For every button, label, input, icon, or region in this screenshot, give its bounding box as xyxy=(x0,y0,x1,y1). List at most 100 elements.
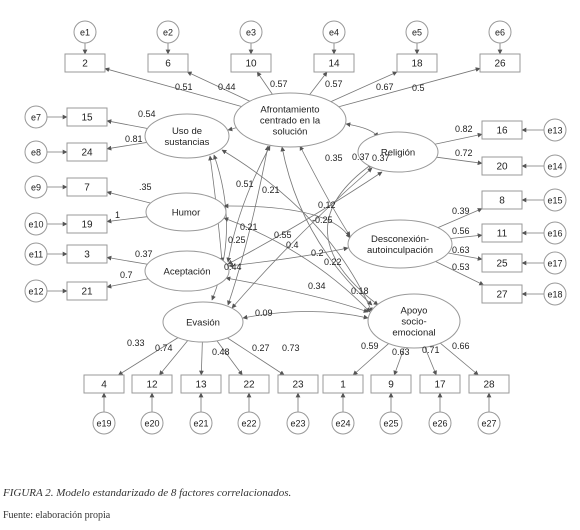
item-label: 14 xyxy=(328,59,340,70)
factor-label: Afrontamiento xyxy=(260,105,319,116)
error-label: e16 xyxy=(547,229,562,239)
error-label: e24 xyxy=(335,419,350,429)
loading-label: 0.72 xyxy=(455,148,473,158)
item-label: 13 xyxy=(195,380,207,391)
correlation-label: 0.22 xyxy=(324,257,342,267)
factor-afrontamiento xyxy=(233,92,347,148)
item-box xyxy=(370,374,412,394)
item-box xyxy=(180,374,222,394)
correlation-evasion-apoyo xyxy=(242,311,369,320)
loading-path xyxy=(186,71,250,102)
correlation-label: 0.18 xyxy=(351,286,369,296)
figure-caption: FIGURA 2. Modelo estandarizado de 8 fact… xyxy=(3,487,292,499)
item-box xyxy=(66,281,108,301)
error-circle xyxy=(24,140,48,164)
item-box xyxy=(64,53,106,73)
factor-label: Uso de xyxy=(172,126,202,137)
correlation-label: 0.2 xyxy=(311,248,324,258)
factor-religion xyxy=(357,131,439,173)
loading-path xyxy=(106,278,149,289)
error-circle xyxy=(331,411,355,435)
error-label: e12 xyxy=(28,287,43,297)
error-label: e10 xyxy=(28,220,43,230)
error-circle xyxy=(24,242,48,266)
factor-label: Desconexión- xyxy=(371,234,429,245)
item-label: 10 xyxy=(245,59,257,70)
loading-path xyxy=(435,261,485,286)
item-box xyxy=(481,190,523,210)
error-circle xyxy=(24,175,48,199)
loading-path xyxy=(437,208,483,228)
loading-label: 0.53 xyxy=(452,262,470,272)
item-box xyxy=(481,223,523,243)
error-label: e21 xyxy=(193,419,208,429)
error-circle xyxy=(237,411,261,435)
loading-path xyxy=(104,67,242,107)
loading-path xyxy=(106,190,151,204)
figure-source: Fuente: elaboración propia xyxy=(3,510,111,521)
item-label: 24 xyxy=(81,148,93,159)
error-label: e18 xyxy=(547,290,562,300)
loading-label: 0.63 xyxy=(392,347,410,357)
item-label: 1 xyxy=(340,380,346,391)
factor-label: solución xyxy=(273,127,308,138)
item-label: 19 xyxy=(81,220,93,231)
item-box xyxy=(481,120,523,140)
factor-desconexion xyxy=(347,219,453,269)
loading-label: 0.57 xyxy=(325,79,343,89)
loading-label: 0.5 xyxy=(412,83,425,93)
loading-path xyxy=(256,71,273,95)
item-box xyxy=(419,374,461,394)
error-label: e20 xyxy=(144,419,159,429)
item-label: 11 xyxy=(497,229,508,240)
correlation-label: 0.09 xyxy=(255,308,273,318)
error-circle xyxy=(286,411,310,435)
error-label: e13 xyxy=(547,126,562,136)
factor-label: Religión xyxy=(381,148,415,159)
error-circle xyxy=(322,20,346,44)
correlation-label: 0.12 xyxy=(318,200,336,210)
loading-label: 0.56 xyxy=(452,226,470,236)
error-label: e5 xyxy=(412,28,422,38)
item-box xyxy=(147,53,189,73)
factor-label: sustancias xyxy=(165,137,210,148)
loading-label: 0.59 xyxy=(361,341,379,351)
correlation-label: -0.25 xyxy=(312,215,333,225)
loading-label: 0.57 xyxy=(270,79,288,89)
item-label: 9 xyxy=(388,380,394,391)
item-box xyxy=(277,374,319,394)
error-circle xyxy=(428,411,452,435)
correlation-label: 0.21 xyxy=(240,222,258,232)
error-circle xyxy=(543,282,567,306)
loading-path xyxy=(440,342,479,376)
item-label: 26 xyxy=(494,59,506,70)
loading-path xyxy=(450,233,483,239)
factor-label: Evasión xyxy=(186,318,220,329)
item-box xyxy=(66,142,108,162)
error-circle xyxy=(405,20,429,44)
correlation-label: 0.55 xyxy=(274,230,292,240)
item-box xyxy=(481,284,523,304)
loading-path xyxy=(106,119,148,129)
loading-label: 0.71 xyxy=(422,345,440,355)
error-circle xyxy=(73,20,97,44)
item-box xyxy=(481,156,523,176)
item-box xyxy=(479,53,521,73)
item-label: 16 xyxy=(496,126,508,137)
error-label: e2 xyxy=(163,28,173,38)
loading-label: 1 xyxy=(115,210,120,220)
item-label: 22 xyxy=(243,380,255,391)
item-label: 7 xyxy=(84,183,90,194)
loading-path xyxy=(227,337,285,376)
factor-sustancias xyxy=(144,113,230,159)
loading-label: 0.73 xyxy=(282,343,300,353)
loading-label: 0.63 xyxy=(452,245,470,255)
factor-humor xyxy=(145,192,227,232)
item-label: 4 xyxy=(101,380,107,391)
item-box xyxy=(396,53,438,73)
item-label: 8 xyxy=(499,196,505,207)
loading-path xyxy=(338,67,481,108)
loading-label: 0.33 xyxy=(127,338,145,348)
error-circle xyxy=(379,411,403,435)
item-label: 15 xyxy=(81,113,93,124)
